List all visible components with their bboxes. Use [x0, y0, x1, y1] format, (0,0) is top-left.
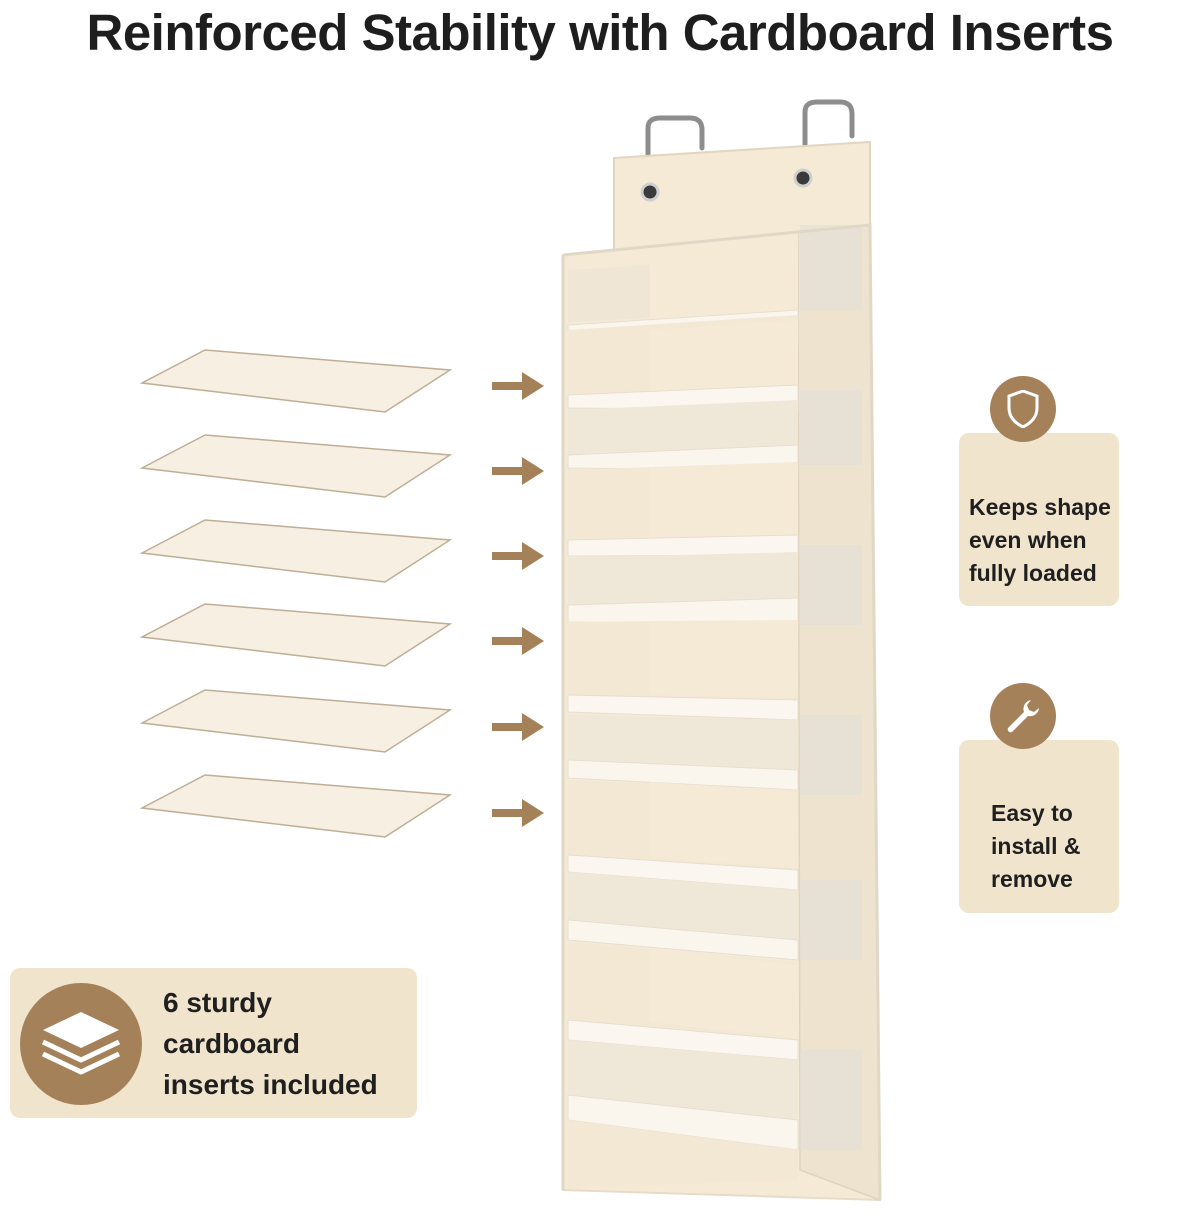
cardboard-insert [139, 519, 453, 583]
shield-badge [990, 376, 1056, 442]
door-organizer [561, 99, 882, 1202]
callout-line: inserts included [163, 1069, 378, 1100]
layers-icon [41, 1012, 121, 1075]
arrow-right-icon [492, 372, 544, 400]
shield-icon [1007, 390, 1039, 428]
hook-icon [645, 99, 855, 183]
cardboard-insert [139, 603, 453, 667]
cardboard-insert [139, 434, 453, 498]
arrow-right-icon [492, 627, 544, 655]
callout-line: Easy to [991, 800, 1073, 826]
arrows [492, 372, 544, 827]
wrench-badge [990, 683, 1056, 749]
cardboard-insert [139, 689, 453, 753]
shelf-rows [567, 225, 862, 1188]
arrow-right-icon [492, 457, 544, 485]
wrench-icon [1007, 700, 1039, 733]
callout-line: Keeps shape [969, 494, 1111, 520]
callout-line: install & [991, 833, 1081, 859]
callout-line: 6 sturdy [163, 987, 272, 1018]
cardboard-inserts [139, 349, 453, 838]
arrow-right-icon [492, 542, 544, 570]
callout-line: cardboard [163, 1028, 300, 1059]
arrow-right-icon [492, 713, 544, 741]
callout-easy-install: Easy to install & remove [959, 740, 1119, 913]
page-title: Reinforced Stability with Cardboard Inse… [86, 4, 1114, 61]
layers-badge [20, 983, 142, 1105]
callout-line: fully loaded [969, 560, 1097, 586]
callout-line: even when [969, 527, 1087, 553]
callout-keeps-shape: Keeps shape even when fully loaded [959, 433, 1119, 606]
callout-line: remove [991, 866, 1073, 892]
cardboard-insert [139, 349, 453, 413]
cardboard-insert [139, 774, 453, 838]
arrow-right-icon [492, 799, 544, 827]
